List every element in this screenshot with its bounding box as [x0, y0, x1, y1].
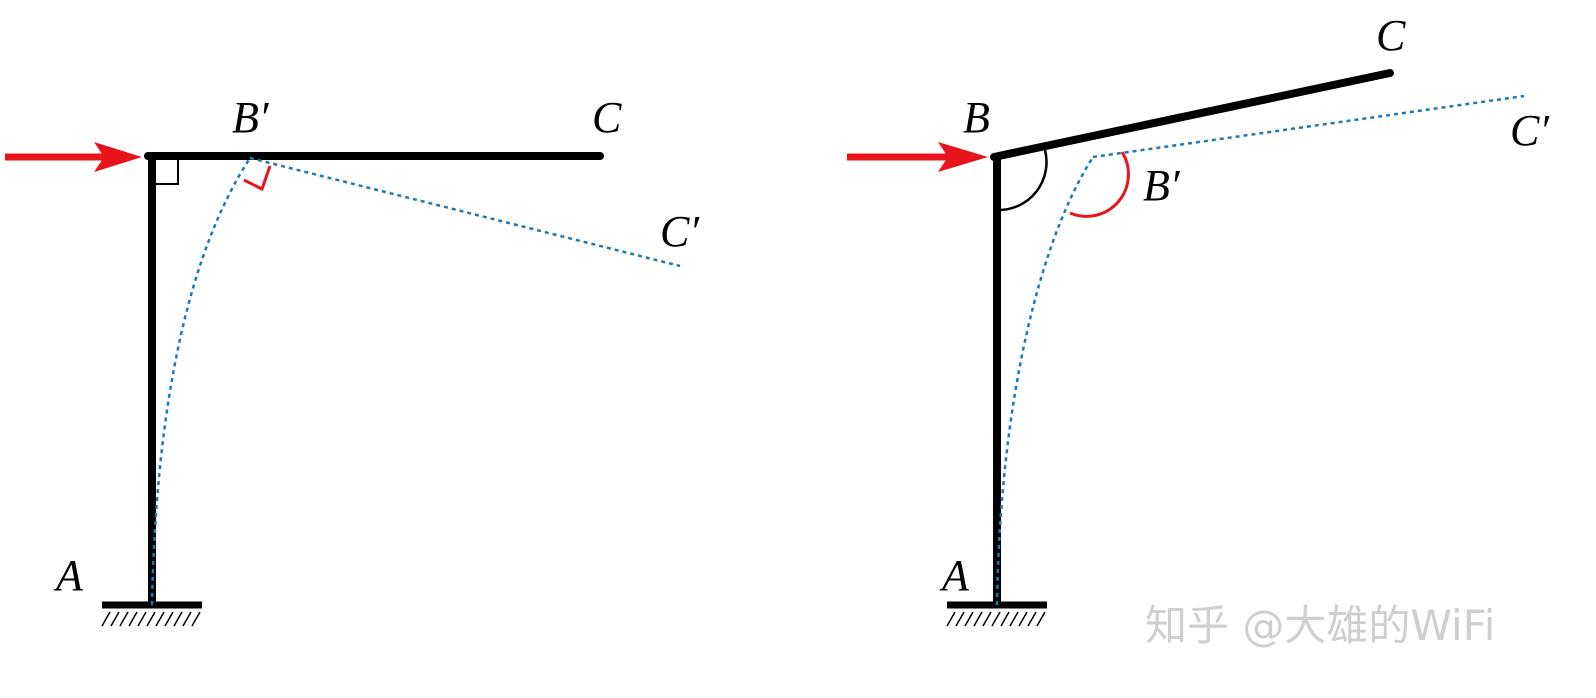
right-label-c: C	[1376, 11, 1406, 60]
right-diagram: A B B′ C C′	[847, 11, 1550, 627]
left-diagram: A B′ C C′	[5, 93, 700, 627]
right-angle-arc-b-prime	[1069, 151, 1130, 218]
right-load-arrow	[847, 142, 988, 172]
left-support-hatch	[101, 611, 201, 627]
right-fixed-support	[946, 601, 1047, 627]
left-load-arrow	[5, 142, 142, 172]
left-label-a: A	[53, 551, 84, 600]
right-label-b: B	[963, 93, 990, 142]
right-deformed-beam	[1092, 94, 1525, 159]
right-label-c-prime: C′	[1510, 106, 1550, 155]
left-label-c: C	[592, 93, 622, 142]
watermark: 知乎 @大雄的WiFi	[1145, 601, 1495, 650]
right-angle-arc-b	[998, 149, 1048, 212]
right-deformed-column	[995, 156, 1095, 606]
left-deformed-beam	[249, 156, 681, 268]
left-deformed-column	[150, 157, 252, 606]
left-fixed-support	[101, 601, 202, 627]
left-label-c-prime: C′	[660, 207, 700, 256]
right-label-a: A	[939, 551, 970, 600]
left-right-angle-mark-b-prime	[243, 165, 272, 192]
right-support-hatch	[946, 611, 1046, 627]
right-label-b-prime: B′	[1143, 161, 1181, 210]
right-beam-bc	[990, 69, 1394, 161]
left-right-angle-mark-b	[152, 160, 179, 185]
left-label-b-prime: B′	[232, 93, 270, 142]
